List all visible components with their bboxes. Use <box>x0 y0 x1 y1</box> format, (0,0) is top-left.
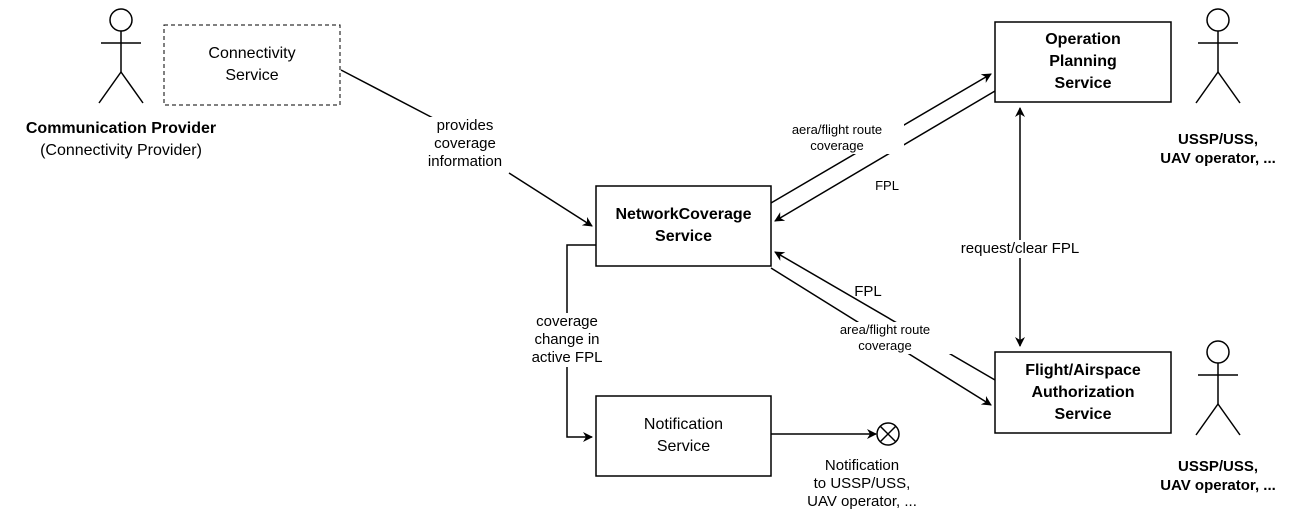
ussp-bottom-line2: UAV operator, ... <box>1160 477 1276 494</box>
connectivity-line2: Service <box>225 67 279 84</box>
communication-provider-label: Communication Provider (Connectivity Pro… <box>0 118 242 162</box>
aera-route-line2: coverage <box>810 138 864 153</box>
notification-end-icon <box>876 422 900 446</box>
communication-provider-actor-icon <box>98 8 144 104</box>
request-clear-fpl-label: request/clear FPL <box>936 240 1104 258</box>
notification-service-label: Notification Service <box>596 414 771 458</box>
flight-airspace-service-label: Flight/Airspace Authorization Service <box>995 360 1171 426</box>
notification-target-label: Notification to USSP/USS, UAV operator, … <box>798 457 926 511</box>
aera-route-line1: aera/flight route <box>791 122 883 137</box>
communication-provider-sub: (Connectivity Provider) <box>40 142 202 159</box>
ussp-bottom-label: USSP/USS, UAV operator, ... <box>1128 457 1298 495</box>
fpl-top-label: FPL <box>875 178 899 193</box>
notification-target-line3: UAV operator, ... <box>807 493 917 510</box>
network-coverage-line1: NetworkCoverage <box>615 206 752 223</box>
notification-target-line1: Notification <box>824 457 900 474</box>
operation-planning-service-label: Operation Planning Service <box>995 29 1171 95</box>
edge-fa-to-nc <box>774 251 996 381</box>
provides-line3: information <box>427 153 503 170</box>
notification-line2: Service <box>656 438 711 455</box>
coverage-change-label: coverage change in active FPL <box>506 313 628 367</box>
network-coverage-service-label: NetworkCoverage Service <box>596 204 771 248</box>
network-coverage-line2: Service <box>655 228 712 245</box>
edge-op-to-nc <box>774 90 996 222</box>
area-route-line2: coverage <box>858 338 912 353</box>
connectivity-service-box <box>163 24 341 106</box>
ussp-top-line2: UAV operator, ... <box>1160 150 1276 167</box>
operation-planning-service-box <box>994 21 1172 103</box>
operation-planning-line2: Planning <box>1049 53 1117 70</box>
ussp-top-actor-icon <box>1195 8 1241 104</box>
communication-provider-name: Communication Provider <box>25 120 217 137</box>
area-route-coverage-label: area/flight route coverage <box>818 322 952 354</box>
ussp-top-line1: USSP/USS, <box>1177 131 1259 148</box>
coverage-change-line2: change in <box>534 331 600 348</box>
flight-airspace-line1: Flight/Airspace <box>1025 362 1141 379</box>
notification-target-line2: to USSP/USS, <box>813 475 911 492</box>
ussp-top-label: USSP/USS, UAV operator, ... <box>1128 130 1298 168</box>
provides-line2: coverage <box>434 135 496 152</box>
flight-airspace-line3: Service <box>1054 406 1112 423</box>
operation-planning-line1: Operation <box>1045 31 1121 48</box>
edge-provides-coverage <box>340 69 592 226</box>
operation-planning-line3: Service <box>1054 75 1112 92</box>
coverage-change-line3: active FPL <box>531 349 603 366</box>
aera-route-coverage-label: aera/flight route coverage <box>770 122 904 154</box>
fpl-bottom-label: FPL <box>854 283 882 300</box>
network-coverage-service-box <box>595 185 772 267</box>
connectivity-line1: Connectivity <box>208 45 296 62</box>
notification-service-box <box>595 395 772 477</box>
notification-line1: Notification <box>643 416 724 433</box>
provides-coverage-label: provides coverage information <box>410 117 520 171</box>
area-route-line1: area/flight route <box>839 322 931 337</box>
ussp-bottom-actor-icon <box>1195 340 1241 436</box>
provides-line1: provides <box>436 117 494 134</box>
connectivity-service-label: Connectivity Service <box>164 43 340 87</box>
ussp-bottom-line1: USSP/USS, <box>1177 458 1259 475</box>
flight-airspace-line2: Authorization <box>1031 384 1135 401</box>
coverage-change-line1: coverage <box>536 313 598 330</box>
flight-airspace-service-box <box>994 351 1172 434</box>
